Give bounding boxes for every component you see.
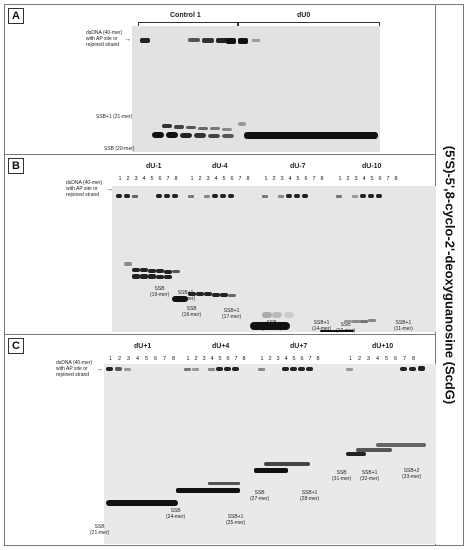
panel-a-ssb1-label: SSB+1 (21-mer)	[96, 114, 133, 120]
annot-c-ssb-27: SSB(27-mer)	[250, 490, 270, 502]
annot-b-ssb-16: SSB(16-mer)	[182, 306, 202, 318]
panel-divider-b-c	[4, 334, 436, 335]
group-du-7: dU-7	[290, 163, 306, 170]
group-du+4: dU+4	[212, 343, 230, 350]
group-du-10: dU-10	[362, 163, 382, 170]
panel-c-label: C	[8, 338, 24, 354]
annot-c-ssb1-28: SSB+1(28-mer)	[300, 490, 320, 502]
group-du-1: dU-1	[146, 163, 162, 170]
annot-c-ssb-31: SSB(31-mer)	[332, 470, 352, 482]
panel-divider-a-b	[4, 154, 436, 155]
panel-a-ssb-label: SSB (20-mer)	[104, 146, 135, 152]
panel-b-label: B	[8, 158, 24, 174]
group-du+10: dU+10	[372, 343, 394, 350]
control1-bracket	[138, 22, 238, 26]
annot-c-ssb-24: SSB(24-mer)	[166, 508, 186, 520]
group-control1: Control 1	[170, 12, 201, 19]
group-du-4: dU-4	[212, 163, 228, 170]
panel-a-ds-label: dsDNA (40-mer) with AP site or rejoined …	[86, 30, 123, 48]
panel-a-gel	[132, 26, 380, 152]
group-du0: dU0	[297, 12, 311, 19]
arrow-right-icon: →	[124, 36, 131, 43]
group-du+1: dU+1	[134, 343, 152, 350]
annot-c-ssb-21: SSB(21-mer)	[90, 524, 110, 536]
group-du+7: dU+7	[290, 343, 308, 350]
annot-b-ssb1-11: SSB+1(11-mer)	[394, 320, 413, 332]
panel-c-ds-label: dsDNA (40-mer) with AP site or rejoined …	[56, 360, 93, 378]
arrow-right-icon: →	[106, 186, 113, 193]
annot-c-ssb2-33: SSB+2(33-mer)	[402, 468, 422, 480]
annot-c-ssb1-25: SSB+1(25-mer)	[226, 514, 246, 526]
panel-b-gel	[112, 186, 436, 332]
panel-c-gel	[104, 364, 436, 544]
arrow-right-icon: →	[96, 366, 103, 373]
annot-c-ssb1-32: SSB+1(32-mer)	[360, 470, 380, 482]
figure-side-title: (5'S)-5',8-cyclo-2'-deoxyguanosine (ScdG…	[436, 4, 464, 546]
annot-b-ssb1-14: SSB+1(14-mer)	[312, 320, 332, 332]
panel-a-label: A	[8, 8, 24, 24]
annot-b-ssb1-17: SSB+1(17-mer)	[222, 308, 242, 320]
annot-b-ssb-19: SSB(19-mer)	[150, 286, 170, 298]
panel-b-ds-label: dsDNA (40-mer) with AP site or rejoined …	[66, 180, 103, 198]
du0-bracket	[238, 22, 380, 26]
